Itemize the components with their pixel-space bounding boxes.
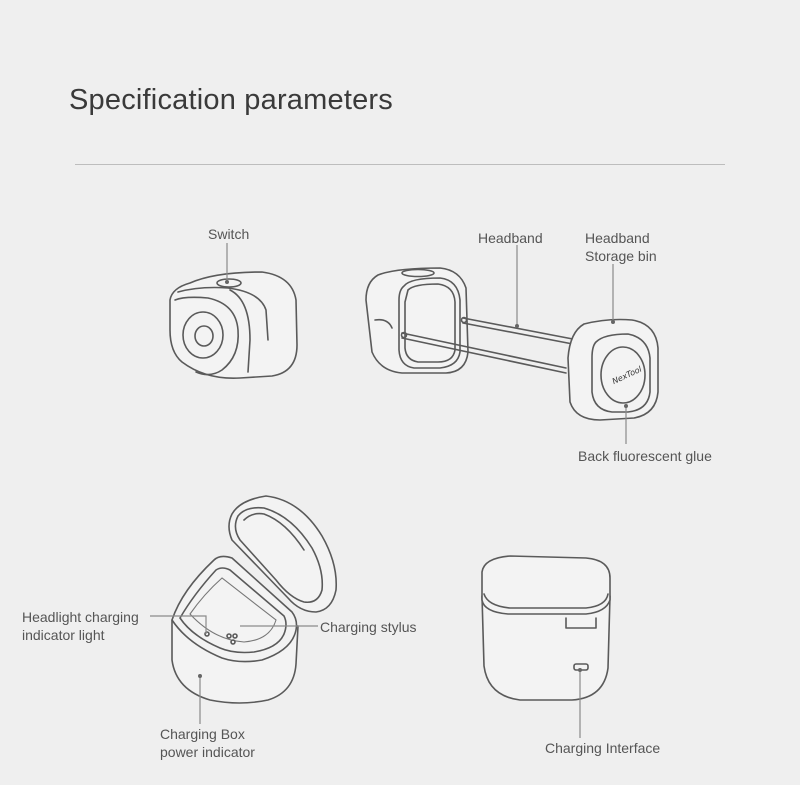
label-headlight-line1: Headlight charging	[22, 609, 139, 625]
headlight-leader	[150, 615, 207, 634]
label-charging-stylus: Charging stylus	[320, 619, 417, 635]
headband-illustration: NexTool	[365, 267, 659, 421]
label-storage-bin: Headband Storage bin	[585, 229, 657, 265]
label-storage-line1: Headband	[585, 230, 650, 246]
label-headlight-line2: indicator light	[22, 627, 105, 643]
charging-box-open-illustration	[171, 495, 338, 704]
label-storage-line2: Storage bin	[585, 248, 657, 264]
label-headlight-indicator: Headlight charging indicator light	[22, 608, 139, 644]
label-back-glue: Back fluorescent glue	[578, 448, 712, 464]
charging-box-closed-illustration	[481, 555, 611, 701]
title-divider	[75, 164, 725, 165]
label-power-line2: power indicator	[160, 744, 255, 760]
label-power-indicator: Charging Box power indicator	[160, 725, 255, 761]
label-switch: Switch	[208, 226, 250, 242]
page-title: Specification parameters	[69, 84, 393, 116]
label-headband: Headband	[478, 230, 543, 246]
headlamp-front-illustration	[169, 271, 298, 379]
label-power-line1: Charging Box	[160, 726, 245, 742]
label-charging-interface: Charging Interface	[545, 740, 661, 756]
